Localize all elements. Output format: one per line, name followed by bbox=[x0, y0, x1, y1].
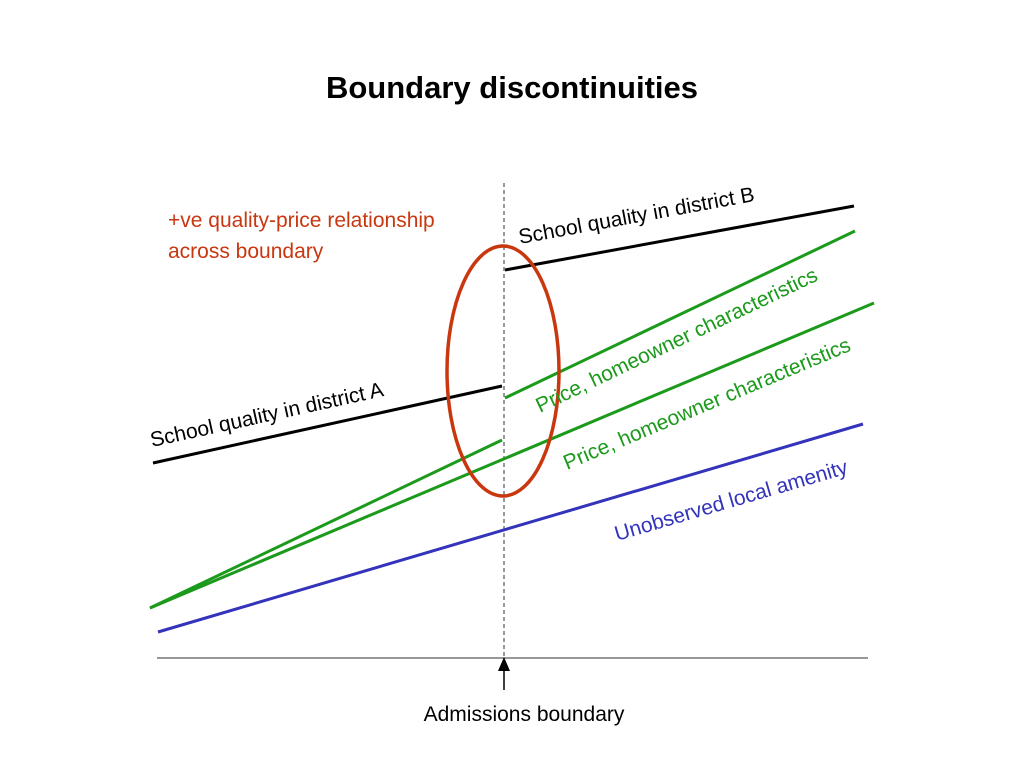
price-line-lower bbox=[149, 301, 875, 610]
label-admissions-boundary: Admissions boundary bbox=[424, 703, 625, 726]
annotation-line-2: across boundary bbox=[168, 240, 324, 263]
boundary-arrow-head bbox=[498, 657, 510, 671]
label-unobserved-amenity: Unobserved local amenity bbox=[612, 456, 851, 546]
label-price-upper: Price, homeowner characteristics bbox=[532, 264, 821, 418]
page-title: Boundary discontinuities bbox=[326, 70, 698, 105]
label-price-lower: Price, homeowner characteristics bbox=[560, 334, 854, 475]
annotation-line-1: +ve quality-price relationship bbox=[168, 209, 435, 232]
label-school-quality-a: School quality in district A bbox=[148, 378, 386, 452]
price-line-right-upper bbox=[504, 229, 856, 400]
discontinuity-highlight-ellipse bbox=[445, 244, 561, 498]
amenity-line bbox=[157, 422, 864, 634]
school-quality-line-b bbox=[504, 204, 855, 272]
label-school-quality-b: School quality in district B bbox=[517, 183, 757, 249]
price-line-left-upper bbox=[149, 438, 503, 610]
school-quality-line-a bbox=[152, 384, 503, 465]
